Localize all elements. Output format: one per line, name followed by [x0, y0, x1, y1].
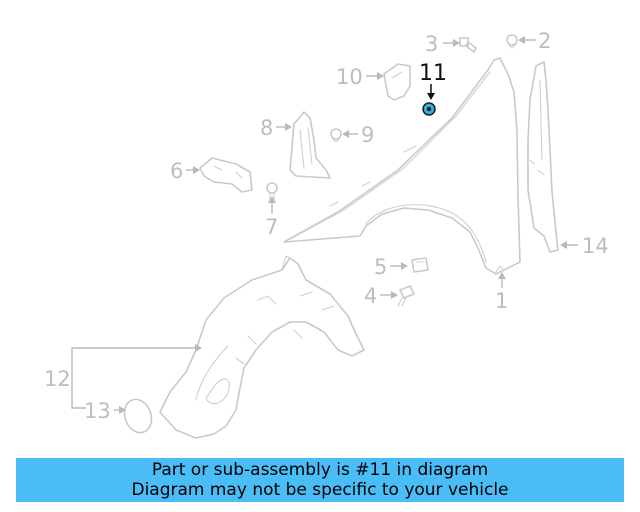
fender-seal-part: [527, 61, 559, 253]
inner-fender-liner-part: [159, 255, 365, 439]
callout-7: 7: [265, 215, 278, 239]
clip-part-9: [330, 128, 342, 143]
callout-3: 3: [425, 32, 438, 56]
callout-labels: 3 2 10 11 8 9 6 7 5 4 1 14 12 13: [44, 29, 609, 423]
front-fender-part: [283, 57, 521, 275]
callout-2: 2: [538, 29, 551, 53]
exploded-parts-diagram: 3 2 10 11 8 9 6 7 5 4 1 14 12 13: [44, 29, 609, 439]
callout-5: 5: [374, 255, 387, 279]
callout-14: 14: [582, 234, 609, 258]
support-bracket-part-8: [289, 111, 331, 179]
callout-1: 1: [495, 289, 508, 313]
leader-lines: [71, 36, 578, 414]
cover-cap-part: [123, 398, 153, 434]
callout-9: 9: [361, 123, 374, 147]
upper-bracket-part-10: [383, 63, 411, 101]
caption-line-2: Diagram may not be specific to your vehi…: [131, 480, 509, 500]
highlighted-clip-part-11: [422, 102, 436, 116]
callout-10: 10: [336, 65, 363, 89]
bracket-part-6: [199, 157, 253, 193]
callout-4: 4: [364, 284, 377, 308]
screw-part-4: [397, 285, 415, 307]
caption-line-1: Part or sub-assembly is #11 in diagram: [151, 460, 489, 480]
callout-11: 11: [419, 61, 447, 86]
nut-part-5: [411, 257, 429, 273]
caption-banner: Part or sub-assembly is #11 in diagram D…: [16, 458, 624, 502]
callout-12: 12: [44, 367, 71, 391]
callout-8: 8: [260, 116, 273, 140]
callout-6: 6: [170, 159, 183, 183]
bolt-part-3: [459, 37, 477, 53]
callout-13: 13: [84, 399, 111, 423]
clip-part-2: [506, 34, 518, 49]
push-pin-part-7: [266, 182, 278, 201]
